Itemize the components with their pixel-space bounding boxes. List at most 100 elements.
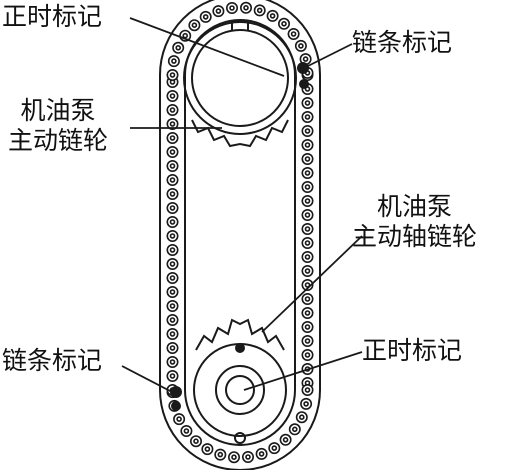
oil-pump-shaft-sprocket-label-line1: 机油泵 xyxy=(377,192,453,221)
chain-roller-pin xyxy=(183,428,190,434)
chain-roller-pin xyxy=(256,7,263,14)
chain-roller-pin xyxy=(169,149,176,155)
chain-roller-pin xyxy=(175,44,181,51)
chain-roller-pin xyxy=(169,177,176,183)
oil-pump-drive-sprocket-label: 机油泵 主动链轮 xyxy=(8,96,108,156)
chain-roller-pin xyxy=(304,100,311,106)
chain-roller-pin xyxy=(231,454,237,461)
chain-roller-pin xyxy=(304,254,311,260)
chain-roller-pin xyxy=(169,107,176,113)
chain-roller-pin xyxy=(202,14,209,20)
chain-roller-pin xyxy=(204,446,211,452)
chain-roller-pin xyxy=(304,338,311,344)
chain-inner-outline xyxy=(184,19,296,446)
chain-mark-bottom xyxy=(170,386,182,398)
upper-sprocket-inner-ring xyxy=(191,29,289,127)
chain-roller-pin xyxy=(169,72,176,78)
lower-sprocket-teeth xyxy=(195,318,285,351)
chain-roller-pin xyxy=(169,275,176,281)
chain-roller-pin xyxy=(182,32,188,39)
chain-roller-pin xyxy=(217,451,224,458)
chain-roller-pin xyxy=(169,247,176,253)
chain-roller-pin xyxy=(169,373,176,379)
oil-pump-drive-sprocket-label-line2: 主动链轮 xyxy=(8,126,109,155)
chain-roller-pin xyxy=(176,416,182,422)
chain-roller-pin xyxy=(281,20,287,27)
chain-roller-pin xyxy=(304,310,311,316)
chain-roller-pin xyxy=(271,445,278,451)
upper-sprocket-keyway xyxy=(231,21,249,30)
chain-roller-pin xyxy=(269,13,276,19)
upper-sprocket-hub xyxy=(183,21,297,135)
chain-roller-pin xyxy=(304,212,311,218)
chain-roller-pin xyxy=(282,436,289,443)
chain-roller-pin xyxy=(304,268,311,274)
leader-pump-shaft-sprocket xyxy=(261,235,363,333)
chain-roller-pin xyxy=(258,451,265,457)
chain-roller-pin xyxy=(302,56,309,62)
chain-mark-bottom-label: 链条标记 xyxy=(2,346,103,375)
chain-roller-pin xyxy=(304,387,311,393)
chain-roller-pin xyxy=(304,184,311,190)
chain-links xyxy=(166,1,314,464)
chain-roller-pin xyxy=(304,128,311,134)
chain-roller-pin xyxy=(169,121,176,127)
chain-roller-pin xyxy=(169,303,176,309)
chain-roller-pin xyxy=(290,31,297,37)
chain-roller-pin xyxy=(169,233,176,239)
chain-roller-pin xyxy=(304,352,311,358)
leader-chain-mark-top xyxy=(307,43,353,67)
oil-pump-shaft-sprocket-label: 机油泵 主动轴链轮 xyxy=(352,192,477,252)
chain-roller-pin xyxy=(169,219,176,225)
chain-roller-pin xyxy=(169,331,176,337)
chain-roller-pin xyxy=(304,240,311,246)
timing-mark-bottom-label: 正时标记 xyxy=(362,336,463,365)
chain-roller-pin xyxy=(291,426,298,433)
chain-roller-pin xyxy=(304,142,311,148)
chain-roller-pin xyxy=(169,261,176,267)
chain-roller-pin xyxy=(169,93,176,99)
chain-mark-top-2 xyxy=(299,79,309,89)
chain-roller-pin xyxy=(169,359,176,365)
chain-roller-pin xyxy=(304,296,311,302)
chain-roller-pin xyxy=(304,226,311,232)
chain-outer-outline xyxy=(159,0,321,470)
chain-mark-top xyxy=(297,62,309,74)
chain-roller-pin xyxy=(243,5,249,11)
chain-roller-pin xyxy=(169,135,176,141)
leader-chain-mark-bottom xyxy=(121,365,173,393)
chain-roller-pin xyxy=(245,454,251,460)
chain-roller-pin xyxy=(169,289,176,295)
chain-roller-pin xyxy=(298,43,304,49)
chain-mark-bottom-2 xyxy=(171,401,181,411)
leader-timing-mark-top xyxy=(129,17,285,77)
lower-sprocket-timing-dot xyxy=(235,343,245,353)
timing-mark-top-label: 正时标记 xyxy=(2,2,103,31)
lower-sprocket-body xyxy=(193,343,287,437)
chain-roller-pin xyxy=(171,58,177,64)
chain-roller-pin xyxy=(169,345,176,351)
chain-roller-pin xyxy=(304,282,311,288)
chain-roller-pin xyxy=(169,317,176,323)
chain-roller-pin xyxy=(169,163,176,169)
lower-sprocket-hub xyxy=(215,365,265,415)
chain-roller-pin xyxy=(229,5,235,11)
chain-roller-pin xyxy=(304,156,311,162)
chain-roller-pin xyxy=(191,22,198,29)
lower-sprocket-bore xyxy=(225,375,255,405)
chain-roller-pin xyxy=(215,8,222,14)
chain-roller-pin xyxy=(304,170,311,176)
leader-timing-mark-bottom xyxy=(243,351,363,391)
chain-roller-pin xyxy=(193,438,199,445)
lower-sprocket-bottom-dot xyxy=(234,432,246,444)
oil-pump-drive-sprocket-label-line1: 机油泵 xyxy=(20,96,96,125)
chain-roller-pin xyxy=(304,324,311,330)
chain-roller-pin xyxy=(304,198,311,204)
oil-pump-shaft-sprocket-label-line2: 主动轴链轮 xyxy=(352,222,478,251)
chain-roller-pin xyxy=(304,114,311,120)
chain-roller-pin xyxy=(303,401,309,407)
chain-roller-pin xyxy=(169,205,176,211)
chain-roller-pin xyxy=(169,191,176,197)
